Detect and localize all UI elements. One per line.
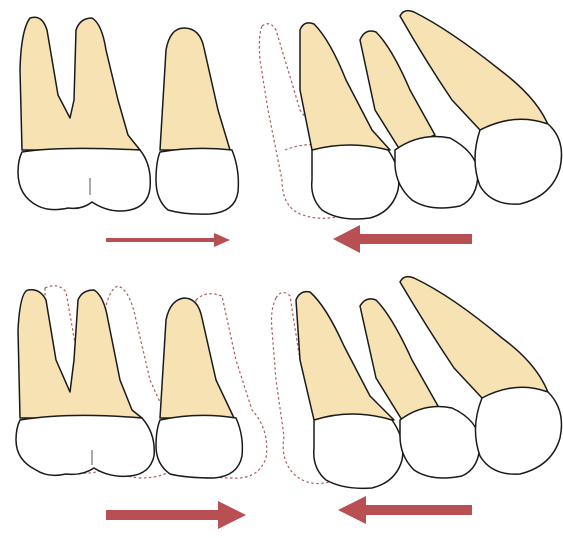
arrow-left-thick-bottom — [338, 496, 472, 524]
panel-bottom-right — [272, 277, 562, 524]
molar-crown — [18, 148, 150, 211]
molar-tooth — [18, 17, 150, 211]
molar-root — [20, 17, 140, 150]
panel-top-left — [18, 17, 238, 247]
central-incisor-crown — [475, 119, 562, 204]
premolar-crown-moved — [156, 415, 242, 478]
lateral-incisor-crown — [395, 137, 478, 209]
arrow-left-thick — [333, 225, 472, 253]
molar-root-moved — [18, 290, 142, 418]
canine-crown — [312, 145, 399, 219]
premolar-root — [160, 28, 230, 150]
molar-tooth-moved — [16, 290, 154, 477]
panel-bottom-left — [16, 286, 267, 529]
arrow-right-thick — [106, 501, 246, 529]
premolar-root-moved — [160, 298, 234, 418]
molar-crown-moved — [16, 415, 154, 476]
premolar-crown — [156, 148, 238, 214]
canine-crown-moved — [314, 414, 403, 488]
panel-top-right — [259, 11, 561, 253]
lateral-incisor-crown-moved — [400, 407, 480, 479]
premolar-tooth — [156, 28, 238, 214]
central-incisor-crown-moved — [475, 387, 561, 474]
premolar-tooth-moved — [156, 298, 242, 478]
arrow-right-thin — [106, 233, 230, 247]
